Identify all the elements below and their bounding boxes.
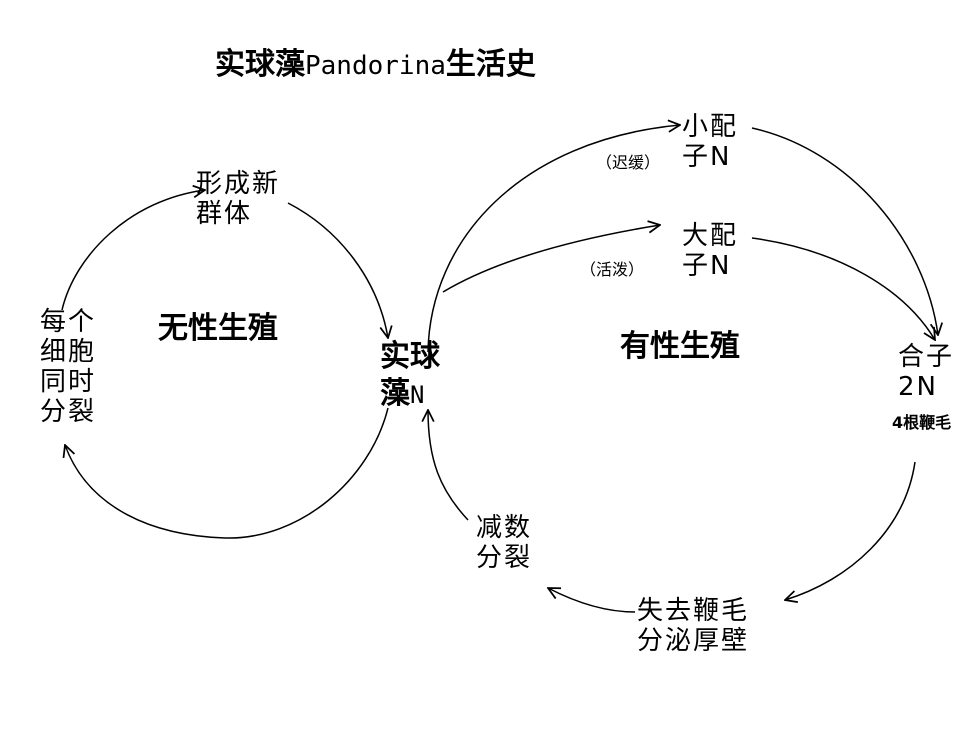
diagram-title: 实球藻Pandorina生活史 <box>215 47 536 83</box>
arrow-meiosis-to-pandorina <box>428 410 469 521</box>
zygote-flagella-note: 4根鞭毛 <box>892 413 952 432</box>
zygote-node: 合子 2N <box>898 342 955 402</box>
title-latin: Pandorina <box>305 51 446 81</box>
title-main: 实球藻 <box>215 47 305 82</box>
microgamete-node: 小配 子N <box>682 112 739 172</box>
meiosis-step: 减数 分裂 <box>476 513 533 573</box>
arrow-zygote-to-thickwall <box>785 461 916 600</box>
center-node-line2: 藻N <box>380 376 425 412</box>
arrow-colony-to-pandorina <box>287 202 388 338</box>
center-node-algae: 藻 <box>380 376 410 411</box>
thick-wall-step: 失去鞭毛 分泌厚壁 <box>637 596 750 656</box>
microgamete-note: （迟缓） <box>596 153 661 172</box>
center-node-line1: 实球 <box>380 339 440 374</box>
asexual-label: 无性生殖 <box>158 311 278 346</box>
arrow-microgamete-to-zygote <box>751 127 938 335</box>
arrow-macrogamete-to-zygote <box>751 237 935 340</box>
colony-formation-step: 形成新 群体 <box>196 169 281 229</box>
arrow-division-to-colony <box>61 190 205 311</box>
cell-division-step: 每个 细胞 同时 分裂 <box>40 307 97 427</box>
center-node-ploidy: N <box>410 381 425 409</box>
title-suffix: 生活史 <box>445 47 536 82</box>
sexual-label: 有性生殖 <box>620 329 740 364</box>
arrow-pandorina-to-macrogamete <box>442 225 660 293</box>
macrogamete-note: （活泼） <box>580 260 645 279</box>
macrogamete-node: 大配 子N <box>682 221 739 281</box>
arrow-pandorina-to-microgamete <box>427 125 680 353</box>
arrow-thickwall-to-meiosis <box>548 588 636 613</box>
arrow-pandorina-to-division <box>65 407 389 539</box>
